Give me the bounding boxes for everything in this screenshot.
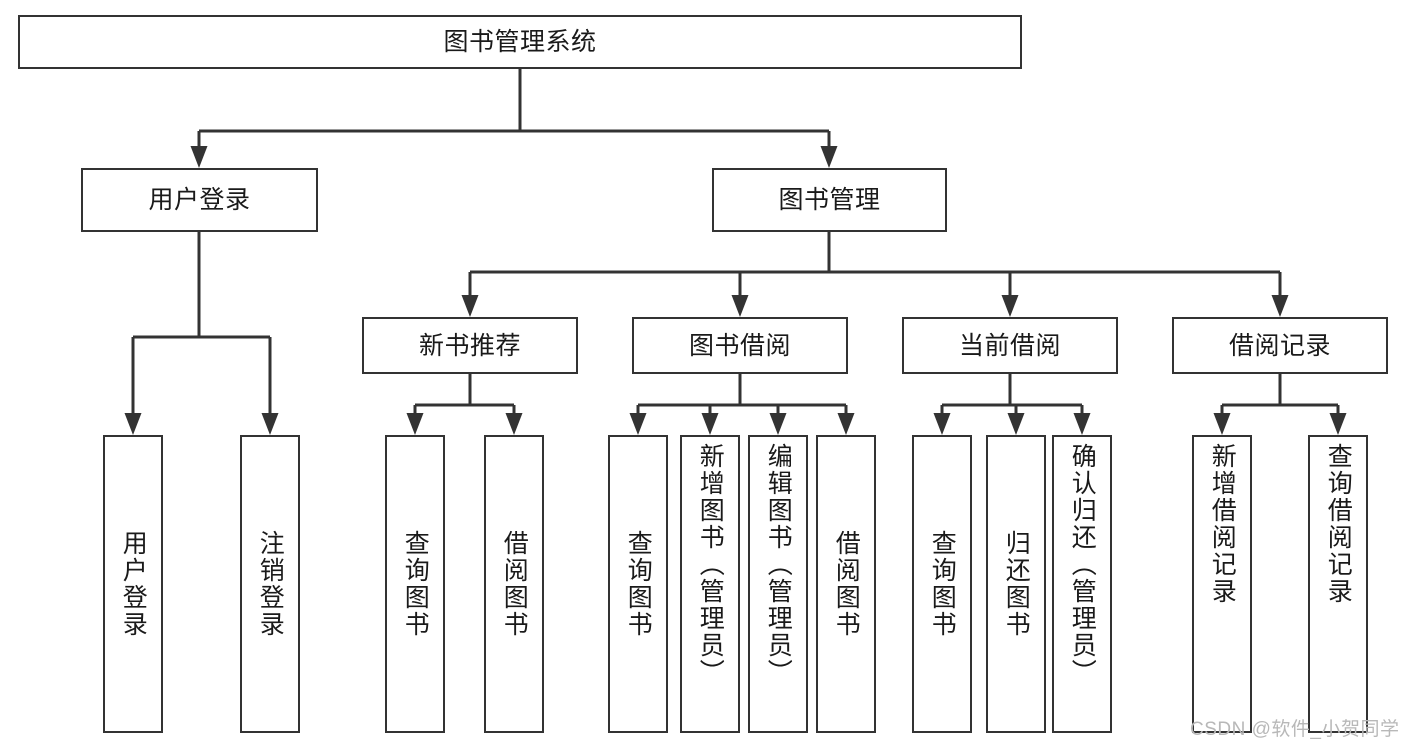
arrow-to-leaf-logout-login-head <box>261 413 279 435</box>
arrow-to-leaf-add-borrow-record-head <box>1213 413 1231 435</box>
node-leaf-query-book-3[interactable]: 查询图书 <box>912 435 972 733</box>
node-label-user-login: 用户登录 <box>148 186 251 214</box>
node-label-leaf-user-login: 用户登录 <box>119 530 148 638</box>
arrow-to-leaf-query-book-1-head <box>406 413 424 435</box>
node-label-leaf-add-book-admin: 新增图书（管理员） <box>696 443 725 686</box>
node-leaf-add-borrow-record[interactable]: 新增借阅记录 <box>1192 435 1252 733</box>
node-label-book-management: 图书管理 <box>778 186 881 214</box>
node-label-new-book-recommend: 新书推荐 <box>418 331 521 360</box>
arrow-to-user-login-head <box>190 146 208 168</box>
arrow-to-new-book-recommend-head <box>461 295 479 317</box>
node-label-book-borrow: 图书借阅 <box>688 331 791 360</box>
node-label-leaf-edit-book-admin: 编辑图书（管理员） <box>764 443 793 686</box>
arrow-to-leaf-confirm-return-admin-head <box>1073 413 1091 435</box>
arrow-to-leaf-borrow-book-1-head <box>505 413 523 435</box>
arrow-to-leaf-return-book-head <box>1007 413 1025 435</box>
node-label-leaf-return-book: 归还图书 <box>1002 530 1031 638</box>
node-label-leaf-logout-login: 注销登录 <box>256 530 285 638</box>
node-label-leaf-add-borrow-record: 新增借阅记录 <box>1208 443 1237 605</box>
node-label-current-borrow: 当前借阅 <box>958 331 1061 360</box>
node-leaf-query-borrow-record[interactable]: 查询借阅记录 <box>1308 435 1368 733</box>
arrow-to-leaf-borrow-book-2-head <box>837 413 855 435</box>
node-book-management[interactable]: 图书管理 <box>712 168 947 232</box>
arrow-to-leaf-query-book-3-head <box>933 413 951 435</box>
arrow-to-leaf-query-book-2-head <box>629 413 647 435</box>
node-new-book-recommend[interactable]: 新书推荐 <box>362 317 578 374</box>
node-leaf-add-book-admin[interactable]: 新增图书（管理员） <box>680 435 740 733</box>
arrow-to-leaf-user-login-head <box>124 413 142 435</box>
node-leaf-query-book-2[interactable]: 查询图书 <box>608 435 668 733</box>
arrow-to-leaf-add-book-admin-head <box>701 413 719 435</box>
node-label-leaf-query-book-3: 查询图书 <box>928 530 957 638</box>
arrow-to-book-management-head <box>820 146 838 168</box>
node-label-leaf-confirm-return-admin: 确认归还（管理员） <box>1068 443 1097 686</box>
arrow-to-leaf-edit-book-admin-head <box>769 413 787 435</box>
node-root[interactable]: 图书管理系统 <box>18 15 1022 69</box>
node-label-root: 图书管理系统 <box>443 28 597 56</box>
node-leaf-return-book[interactable]: 归还图书 <box>986 435 1046 733</box>
node-label-leaf-query-book-1: 查询图书 <box>401 530 430 638</box>
node-book-borrow[interactable]: 图书借阅 <box>632 317 848 374</box>
node-label-leaf-query-book-2: 查询图书 <box>624 530 653 638</box>
node-borrow-record[interactable]: 借阅记录 <box>1172 317 1388 374</box>
node-leaf-borrow-book-2[interactable]: 借阅图书 <box>816 435 876 733</box>
node-leaf-borrow-book-1[interactable]: 借阅图书 <box>484 435 544 733</box>
node-leaf-user-login[interactable]: 用户登录 <box>103 435 163 733</box>
node-current-borrow[interactable]: 当前借阅 <box>902 317 1118 374</box>
node-label-leaf-borrow-book-2: 借阅图书 <box>832 530 861 638</box>
node-leaf-logout-login[interactable]: 注销登录 <box>240 435 300 733</box>
arrow-to-borrow-record-head <box>1271 295 1289 317</box>
node-leaf-query-book-1[interactable]: 查询图书 <box>385 435 445 733</box>
node-user-login[interactable]: 用户登录 <box>81 168 318 232</box>
arrow-to-book-borrow-head <box>731 295 749 317</box>
arrow-to-current-borrow-head <box>1001 295 1019 317</box>
node-label-leaf-borrow-book-1: 借阅图书 <box>500 530 529 638</box>
node-label-leaf-query-borrow-record: 查询借阅记录 <box>1324 443 1353 605</box>
watermark: CSDN @软件_小贺同学 <box>1190 719 1400 740</box>
node-label-borrow-record: 借阅记录 <box>1228 331 1331 360</box>
node-leaf-confirm-return-admin[interactable]: 确认归还（管理员） <box>1052 435 1112 733</box>
node-leaf-edit-book-admin[interactable]: 编辑图书（管理员） <box>748 435 808 733</box>
arrow-to-leaf-query-borrow-record-head <box>1329 413 1347 435</box>
